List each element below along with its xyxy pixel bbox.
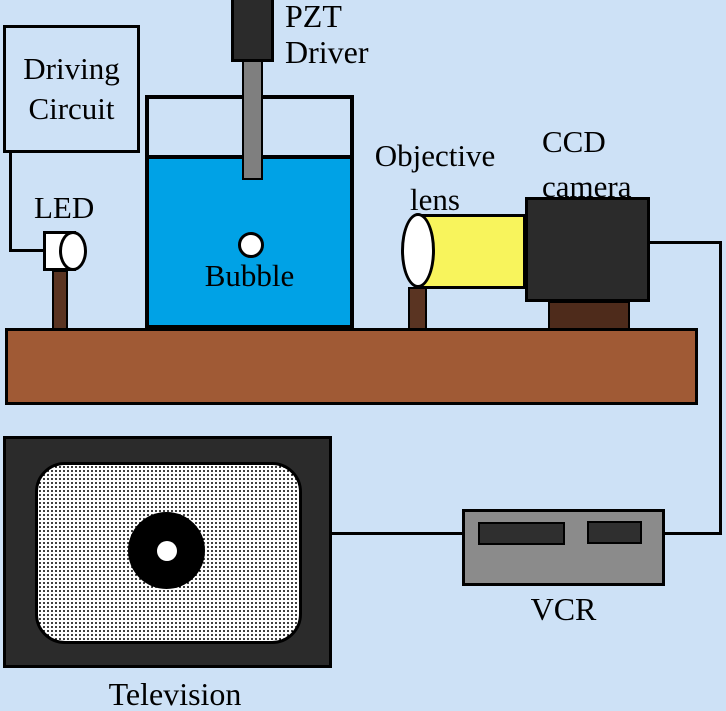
vcr-display-slot	[587, 521, 642, 544]
led-lens-ellipse	[59, 231, 87, 271]
objective-lens-label-line2: lens	[410, 182, 460, 217]
ccd-camera-label-line2: camera	[542, 169, 632, 204]
bubble-label: Bubble	[204, 258, 295, 293]
wire-driving-circuit-to-led	[9, 249, 46, 252]
television-screen	[35, 462, 302, 644]
optical-table	[5, 328, 698, 405]
wire-ccd-camera-out	[650, 241, 722, 244]
led-label: LED	[34, 190, 95, 225]
wire-driving-circuit-vertical	[9, 152, 12, 252]
vcr-cassette-slot	[478, 522, 565, 545]
objective-lens-barrel	[416, 214, 526, 289]
objective-lens-label-line1: Objective	[374, 138, 496, 173]
led-post	[52, 270, 68, 329]
objective-lens-front-ellipse	[401, 213, 435, 288]
pzt-driver-label-line1: PZT	[285, 0, 342, 34]
bubble	[238, 232, 264, 258]
ccd-camera-label-line1: CCD	[542, 124, 606, 159]
pzt-driver-block	[231, 0, 274, 62]
pzt-driver-label: PZT Driver	[285, 0, 369, 70]
driving-circuit-label-line1: Driving	[23, 51, 120, 86]
ccd-camera-label: CCD camera	[542, 119, 631, 209]
objective-lens-label: Objective lens	[360, 134, 510, 222]
ccd-camera-body	[525, 197, 650, 302]
wire-television-to-vcr	[331, 532, 462, 535]
objective-lens-post	[408, 287, 427, 329]
wire-vcr-to-right	[664, 532, 722, 535]
driving-circuit-box: Driving Circuit	[3, 25, 140, 153]
television-bubble-highlight	[157, 541, 177, 561]
pzt-driver-label-line2: Driver	[285, 34, 369, 70]
driving-circuit-label-line2: Circuit	[28, 91, 115, 126]
vcr-label: VCR	[530, 591, 597, 627]
ccd-camera-pedestal	[548, 301, 630, 329]
television-label: Television	[108, 676, 242, 711]
wire-right-vertical	[719, 241, 722, 535]
pzt-driver-rod	[242, 62, 263, 180]
